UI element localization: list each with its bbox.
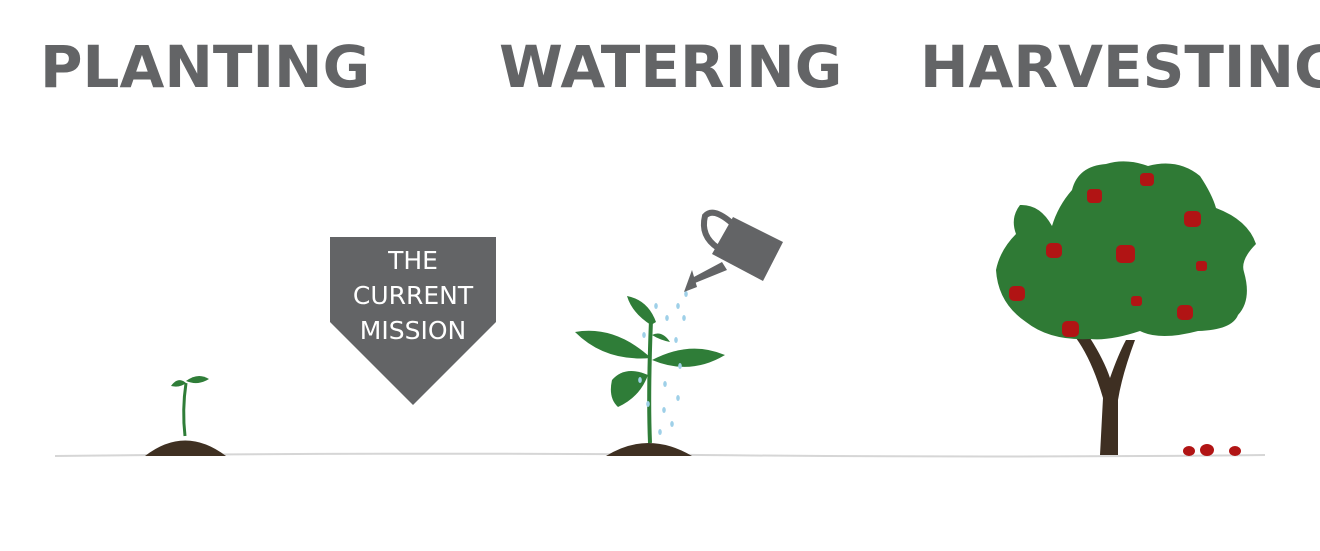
- marker-line-1: THE: [388, 246, 438, 275]
- current-mission-marker: [330, 237, 496, 405]
- watering-title: WATERING: [499, 33, 843, 101]
- apples: [1009, 173, 1207, 337]
- harvesting-title: HARVESTING: [920, 33, 1320, 101]
- ground-line: [54, 452, 1266, 458]
- marker-line-3: MISSION: [359, 316, 467, 345]
- planting-title: PLANTING: [40, 33, 371, 101]
- fallen-apples: [1183, 444, 1241, 456]
- current-mission-label: THE CURRENT MISSION: [330, 243, 496, 348]
- young-plant-icon: [575, 296, 725, 456]
- apple-tree-icon: [996, 161, 1256, 455]
- water-drops: [638, 291, 688, 435]
- seedling-icon: [145, 375, 226, 456]
- watering-can-icon: [684, 209, 783, 292]
- marker-line-2: CURRENT: [352, 281, 474, 310]
